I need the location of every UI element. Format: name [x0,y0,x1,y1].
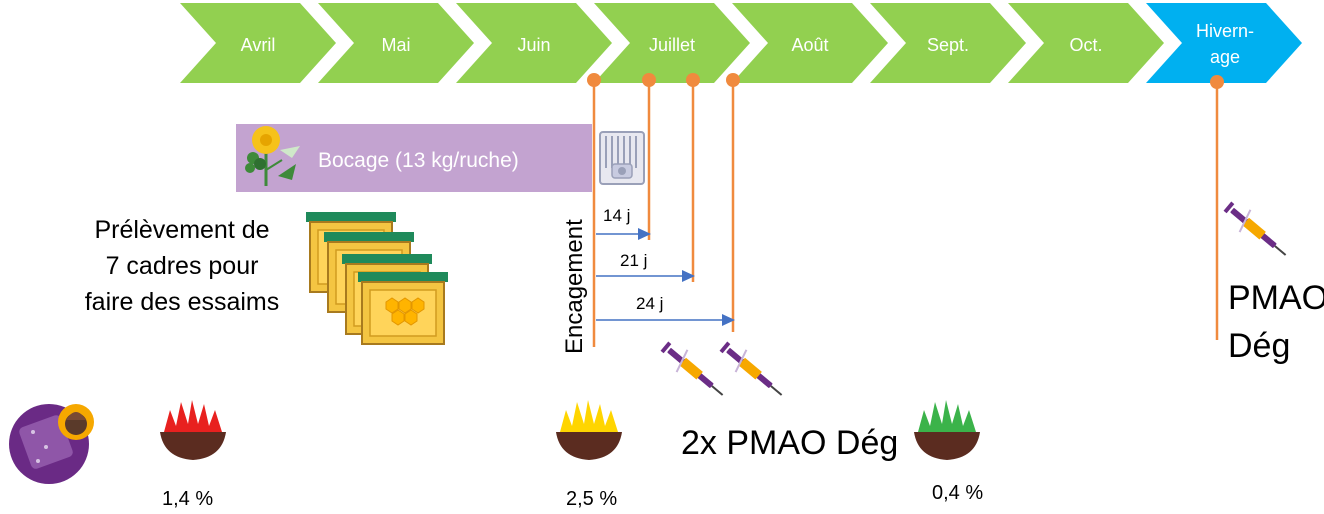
wintering-chevron: Hivern- age [1146,3,1302,83]
harvest-note-line2: 7 cadres pour [105,252,259,280]
infestation-icon-yellow [556,400,622,460]
wintering-label-line2: age [1210,47,1240,67]
encagement-label: Encagement [561,219,588,354]
infestation-value-red: 1,4 % [162,488,214,510]
month-chevron-juillet: Juillet [594,3,750,83]
syringe-icon [1223,201,1287,256]
infestation-icon-red [160,400,226,460]
wintering-label-line1: Hivern- [1196,21,1254,41]
infestation-value-yellow: 2,5 % [566,488,618,510]
winter-treatment-label: PMAO Dég [1228,274,1324,370]
winter-treatment-line1: PMAO [1228,279,1324,317]
interval-label-24j: 24 j [636,294,663,313]
month-label: Avril [241,35,276,55]
harvest-note: Prélèvement de 7 cadres pour faire des e… [62,212,302,320]
month-chevron-juin: Juin [456,3,612,83]
summer-treatment-label: 2x PMAO Dég [681,424,899,462]
flow-label: Bocage (13 kg/ruche) [318,149,519,172]
month-chevron-sept: Sept. [870,3,1026,83]
month-chevron-oct: Oct. [1008,3,1164,83]
event-markers [587,73,1224,347]
month-label: Oct. [1069,35,1102,55]
varroa-tray-icon [9,404,94,484]
infestation-value-green: 0,4 % [932,482,984,504]
syringe-icon [660,341,724,396]
month-label: Août [791,35,828,55]
harvest-note-line3: faire des essaims [84,288,280,316]
month-chevron-aout: Août [732,3,888,83]
winter-treatment-line2: Dég [1228,327,1291,365]
marker-dot-21j [686,73,700,87]
marker-dot-14j [642,73,656,87]
month-label: Mai [381,35,410,55]
marker-dot-encagement [587,73,601,87]
flower-icon [245,126,300,186]
harvest-note-line1: Prélèvement de [94,216,270,244]
flow-bar: Bocage (13 kg/ruche) [236,124,592,192]
month-chevron-mai: Mai [318,3,474,83]
marker-dot-24j [726,73,740,87]
infestation-icon-green [914,400,980,460]
timeline: Avril Mai Juin Juillet Août Sept. Oct. [180,3,1302,83]
queen-cage-icon [599,131,645,185]
interval-label-21j: 21 j [620,251,647,270]
syringe-icon [719,341,783,396]
month-chevron-avril: Avril [180,3,336,83]
marker-dot-hivernage [1210,75,1224,89]
month-label: Juin [517,35,550,55]
month-label: Sept. [927,35,969,55]
interval-arrows: 14 j 21 j 24 j [596,206,735,326]
month-label: Juillet [649,35,695,55]
frames-stack-icon [306,212,448,345]
interval-label-14j: 14 j [603,206,630,225]
